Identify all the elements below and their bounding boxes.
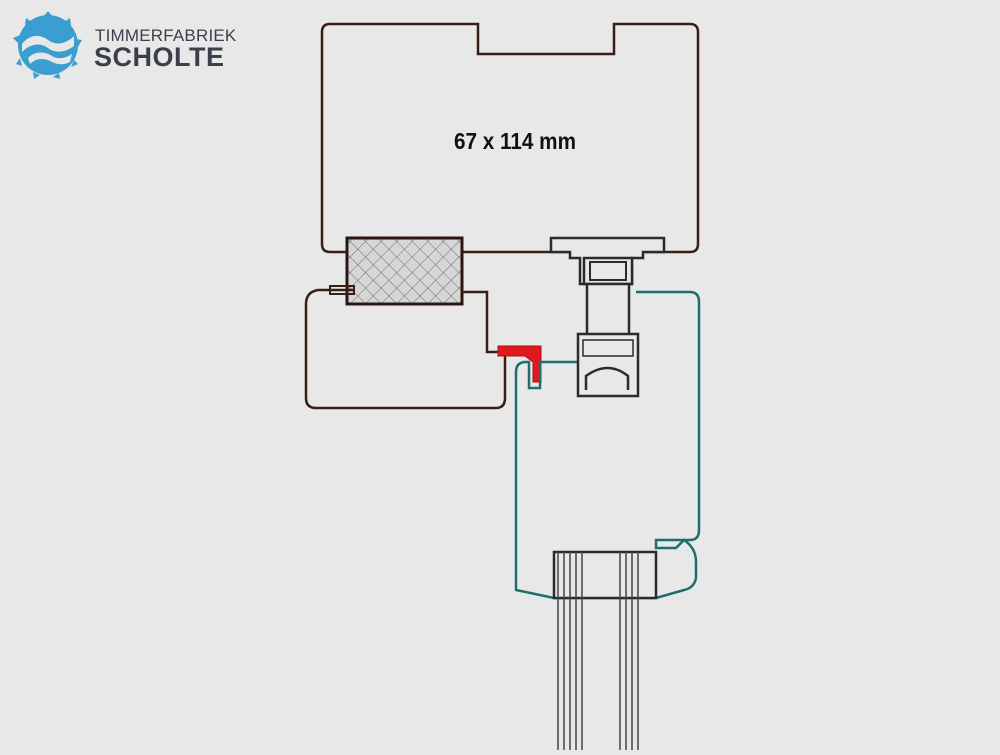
- bead-nose: [329, 285, 355, 295]
- dimension-label: 67 x 114 mm: [453, 128, 577, 154]
- hardware-profile: [549, 236, 666, 398]
- seal-gasket: [497, 345, 542, 383]
- sash-profile: [514, 290, 701, 600]
- logo-line-2: SCHOLTE: [94, 42, 225, 72]
- glazing-bead-profile: [304, 288, 507, 410]
- frame-profile: [320, 22, 700, 254]
- insulation-block: [345, 236, 464, 306]
- glazing-spacer: [552, 550, 658, 600]
- glass-panes: [557, 552, 639, 750]
- saw-blade-wave-icon: [13, 11, 82, 79]
- logo-line-1: TIMMERFABRIEK: [95, 26, 237, 45]
